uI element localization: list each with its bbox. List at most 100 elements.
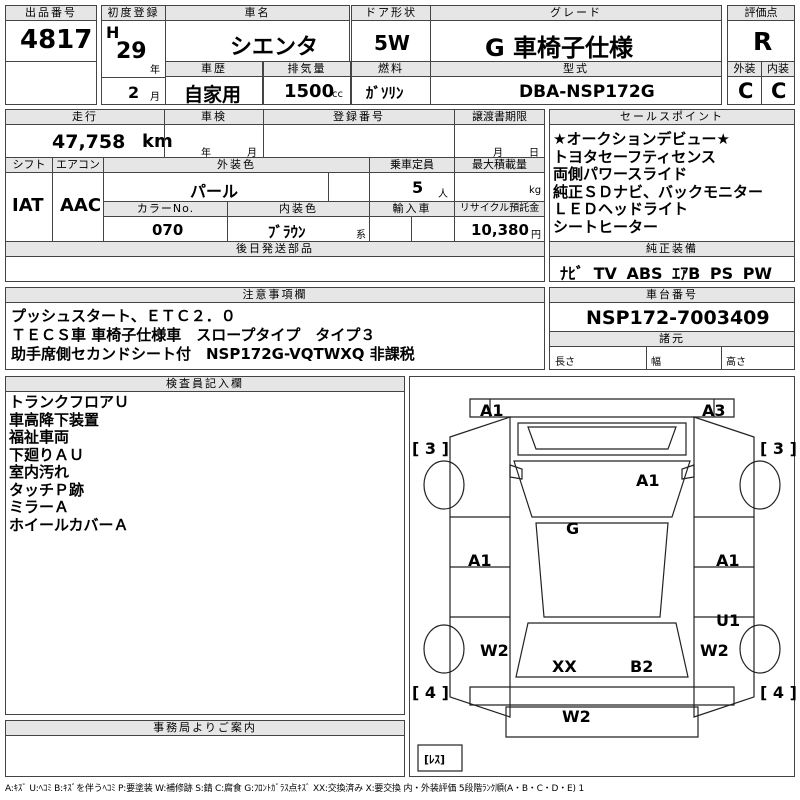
lot-blank: [5, 61, 97, 105]
name-label: 車名: [165, 5, 350, 21]
legend: A:ｷｽﾞ U:ﾍｺﾐ B:ｷｽﾞを伴うﾍｺﾐ P:要塗装 W:補修跡 S:錆 …: [5, 784, 584, 794]
reg-month-box: 2 月: [101, 77, 166, 105]
lot-box: 4817: [5, 20, 97, 62]
model-label: 型式: [430, 61, 722, 77]
history-label: 車歴: [165, 61, 263, 77]
sales-label: セールスポイント: [549, 109, 795, 125]
inspector-item: 車高降下装置: [9, 410, 100, 429]
spec-height-box: 高さ: [721, 346, 795, 370]
inspection-label: 車検: [164, 109, 264, 125]
int-label: 内装: [761, 61, 795, 77]
ac-label: エアコン: [52, 157, 104, 173]
color-extra: [328, 172, 370, 202]
transfer-month-unit: 月: [493, 148, 503, 159]
ac-box: AAC: [52, 172, 104, 242]
spec-length-box: 長さ: [549, 346, 647, 370]
lot-label: 出品番号: [5, 5, 97, 21]
note-line: ＴＥＣＳ車 車椅子仕様車 スロープタイプ タイプ３: [11, 326, 376, 344]
mark-tire-rr: [ 4 ]: [760, 683, 797, 702]
grade-box: G 車椅子仕様: [430, 20, 722, 62]
color-no-label: カラーNo.: [103, 201, 228, 217]
import-label: 輸入車: [369, 201, 455, 217]
import-box-a: [369, 216, 412, 242]
note-line: プッシュスタート、ＥＴＣ２．０: [11, 307, 236, 325]
later-parts-box: [5, 256, 545, 282]
color-box: パール: [103, 172, 329, 202]
mileage-unit: km: [142, 131, 173, 152]
door-box: 5W: [351, 20, 431, 62]
car-name: シエンタ: [230, 35, 319, 60]
int-box: C: [761, 76, 795, 105]
transfer-day-unit: 日: [529, 148, 539, 159]
history: 自家用: [184, 84, 242, 106]
reg-year: 29: [116, 39, 147, 64]
history-box: 自家用: [165, 76, 263, 106]
model-box: DBA-NSP172G: [430, 76, 722, 105]
air-conditioner: AAC: [60, 195, 102, 216]
mark-left-side: A1: [468, 551, 492, 570]
mark-right-rear: U1: [716, 611, 741, 630]
ext-label: 外装: [727, 61, 762, 77]
reg-month: 2: [128, 83, 140, 102]
car-diagram: A1 A3 [ 3 ] [ 3 ] A1 G A1 A1 U1 W2 W2 XX…: [409, 376, 797, 777]
later-parts-label: 後日発送部品: [5, 241, 545, 257]
color-label: 外装色: [103, 157, 370, 173]
inspector-box: トランクフロアＵ 車高降下装置 福祉車両 下廻りＡＵ 室内汚れ タッチＰ跡 ミラ…: [5, 391, 405, 715]
height-label: 高さ: [726, 357, 746, 368]
note-line: 助手席側セカンドシート付 NSP172G-VQTWXQ 非課税: [11, 345, 415, 363]
chassis-box: NSP172-7003409: [549, 302, 795, 332]
ext-grade: C: [738, 79, 754, 103]
inspector-item: ホイールカバーＡ: [9, 515, 129, 534]
disp-label: 排気量: [263, 61, 351, 77]
mileage-label: 走行: [5, 109, 165, 125]
mark-tire-fr: [ 3 ]: [760, 439, 797, 458]
sales-item: 純正ＳＤナビ、バックモニター: [553, 182, 764, 201]
mileage: 47,758: [52, 131, 126, 153]
mark-roof: G: [566, 519, 580, 538]
inspector-item: 福祉車両: [9, 428, 70, 446]
recycle-fee: 10,380: [471, 221, 529, 239]
equip-box: ﾅﾋﾞ TV ABS ｴｱB PS PW: [549, 256, 795, 283]
insp-month-unit: 月: [247, 148, 257, 159]
capacity: 5: [412, 178, 424, 197]
mark-right-side: A1: [716, 551, 740, 570]
month-unit: 月: [150, 92, 160, 103]
model: DBA-NSP172G: [519, 82, 655, 102]
reg-no-box: [263, 124, 455, 158]
first-reg-box: H 29 年: [101, 20, 166, 78]
disp-box: 1500 cc: [263, 76, 351, 105]
int-grade: C: [771, 79, 787, 103]
equipment: ﾅﾋﾞ TV ABS ｴｱB PS PW: [560, 264, 773, 283]
fuel-box: ｶﾞｿﾘﾝ: [351, 76, 431, 105]
sales-item: ★オークションデビュー★: [553, 130, 730, 148]
mark-tire-rl: [ 4 ]: [412, 683, 449, 702]
inspector-item: タッチＰ跡: [9, 480, 85, 499]
spec-label: 諸元: [549, 331, 795, 347]
load-box: kg: [454, 172, 545, 202]
recycle-unit: 円: [531, 230, 541, 241]
shift-box: IAT: [5, 172, 53, 242]
import-box-b: [411, 216, 455, 242]
capacity-unit: 人: [438, 189, 448, 200]
sales-item: トヨタセーフティセンス: [553, 147, 716, 166]
grade: G 車椅子仕様: [485, 34, 634, 62]
fuel: ｶﾞｿﾘﾝ: [366, 84, 404, 102]
mark-left-wheel: W2: [480, 641, 509, 660]
score: R: [753, 27, 773, 56]
car-outline: [417, 398, 781, 772]
chassis-label: 車台番号: [549, 287, 795, 303]
door-type: 5W: [374, 31, 410, 55]
mark-windshield: A1: [636, 471, 660, 490]
transfer-label: 譲渡書期限: [454, 109, 545, 125]
transfer-box: 月 日: [454, 124, 545, 159]
inspector-item: 室内汚れ: [9, 463, 70, 481]
width-label: 幅: [651, 357, 661, 368]
int-color-box: ﾌﾞﾗｳﾝ 系: [227, 216, 370, 242]
shift: IAT: [12, 195, 44, 216]
int-color-label: 内装色: [227, 201, 370, 217]
interior-color: ﾌﾞﾗｳﾝ: [268, 223, 306, 241]
score-box: R: [727, 20, 795, 62]
sales-item: 両側パワースライド: [553, 165, 688, 183]
load-label: 最大積載量: [454, 157, 545, 173]
equip-label: 純正装備: [549, 241, 795, 257]
